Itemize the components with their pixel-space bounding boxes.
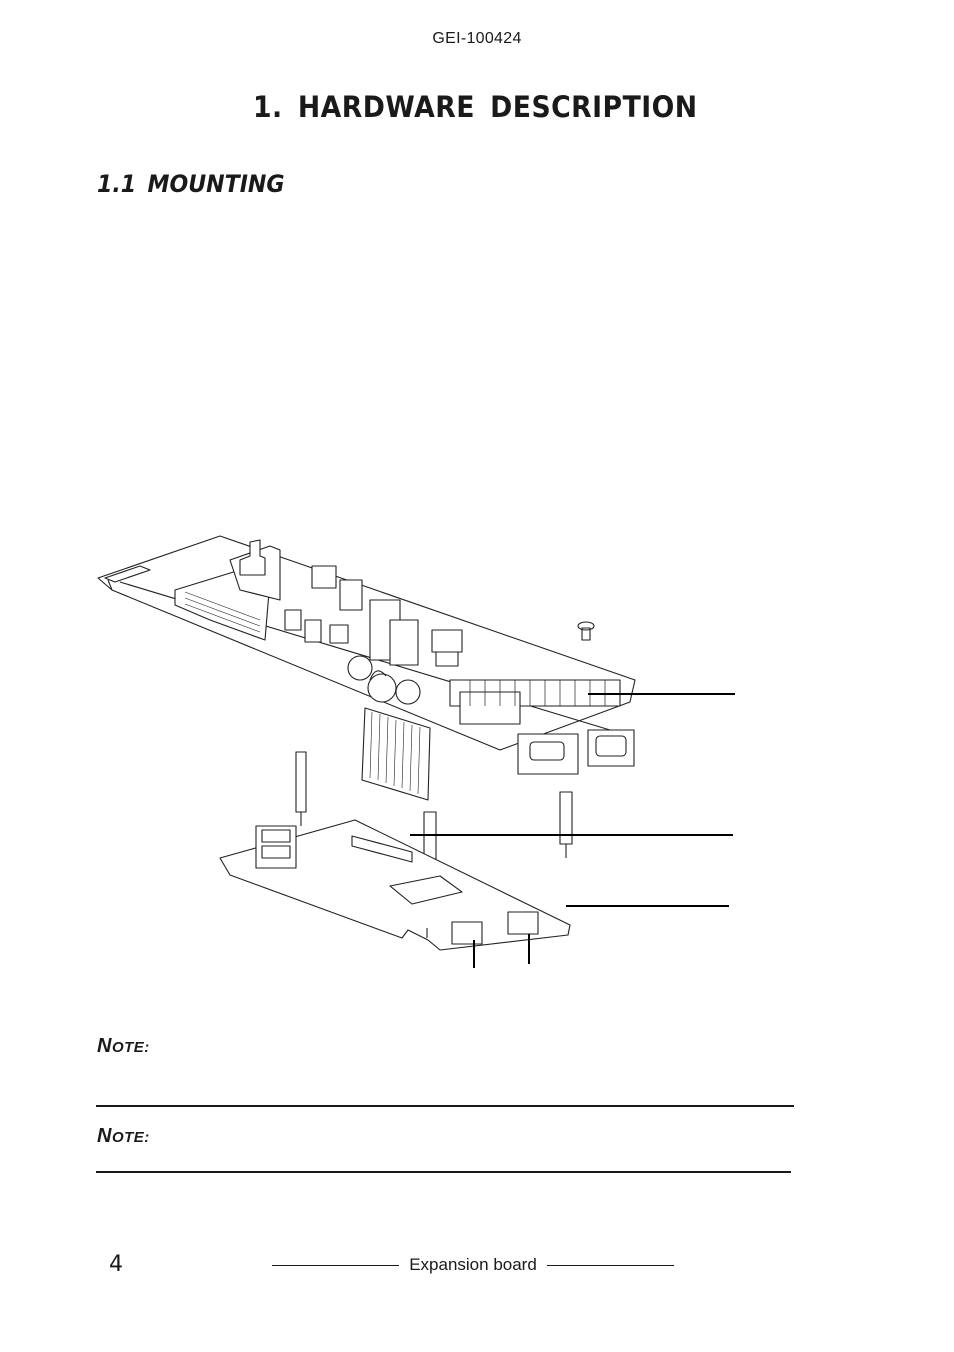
- note-label: NOTE:: [97, 1125, 150, 1147]
- page-number: 4: [109, 1252, 123, 1277]
- footer-rule-right: [546, 1264, 674, 1266]
- screw-icon: [577, 621, 595, 641]
- note-divider: [96, 1105, 794, 1107]
- footer-title: Expansion board: [409, 1255, 537, 1274]
- expansion-board-icon: [219, 819, 571, 951]
- document-id: GEI-100424: [432, 30, 522, 47]
- note-divider: [96, 1171, 791, 1173]
- section-title: 1.1 MOUNTING: [97, 170, 285, 198]
- footer-rule-left: [272, 1264, 400, 1266]
- footer: Expansion board: [272, 1255, 674, 1275]
- chapter-title: 1. HARDWARE DESCRIPTION: [253, 90, 698, 124]
- mounting-illustration: [97, 535, 735, 968]
- note-label: NOTE:: [97, 1035, 150, 1057]
- main-board-icon: [97, 535, 636, 775]
